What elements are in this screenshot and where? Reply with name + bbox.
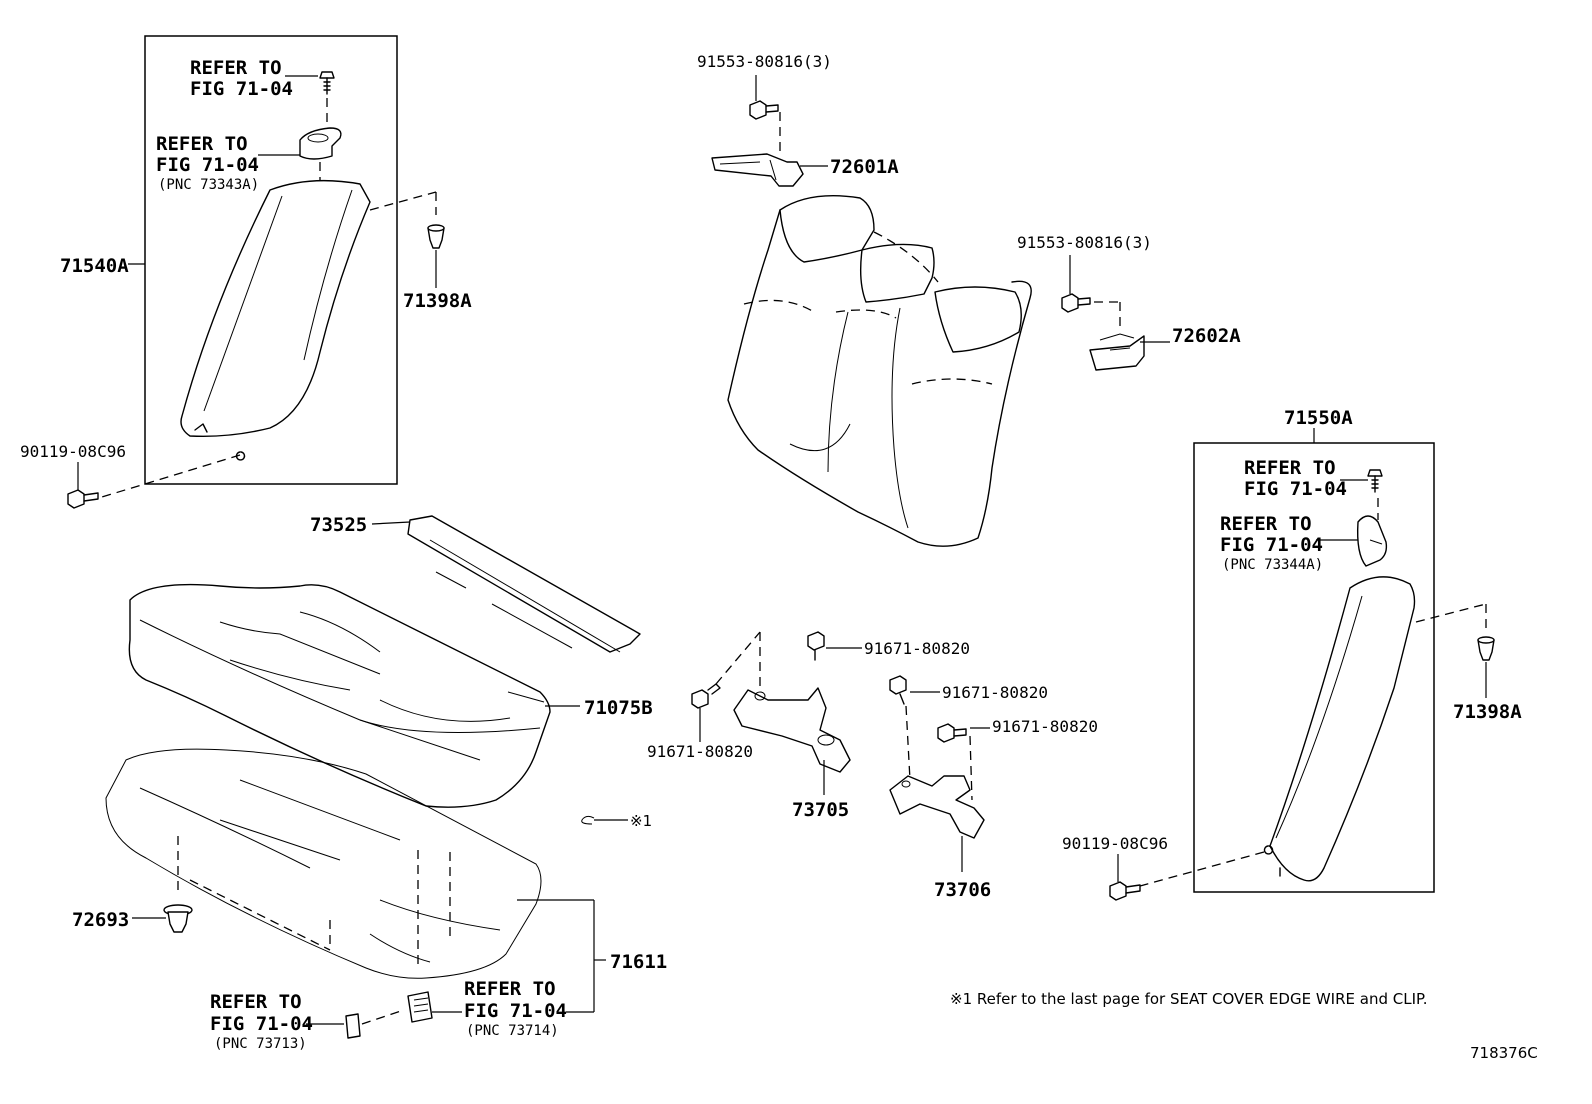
refer-label: REFER TO bbox=[464, 978, 556, 1000]
footnote: ※1 Refer to the last page for SEAT COVER… bbox=[950, 990, 1427, 1008]
part-number-label: 71398A bbox=[403, 290, 472, 312]
refer-fig-label: FIG 71-04 bbox=[210, 1013, 313, 1035]
refer-fig-label: FIG 71-04 bbox=[190, 78, 293, 100]
part-number-label: 72602A bbox=[1172, 325, 1241, 347]
part-number-label: 71540A bbox=[60, 255, 129, 277]
belt-bracket-icon bbox=[889, 775, 985, 839]
bolt-icon bbox=[749, 100, 779, 120]
seatbelt-cover-icon bbox=[1356, 515, 1388, 567]
part-number-label: 91671-80820 bbox=[942, 683, 1048, 702]
refer-label: REFER TO bbox=[1220, 513, 1312, 535]
part-number-label: 71611 bbox=[610, 951, 667, 973]
pnc-label: (PNC 73343A) bbox=[158, 177, 259, 193]
group-box-71540a bbox=[144, 35, 398, 485]
side-trim-panel-icon bbox=[1263, 576, 1416, 882]
part-number-label: 72601A bbox=[830, 156, 899, 178]
refer-label: REFER TO bbox=[156, 133, 248, 155]
side-trim-panel-icon bbox=[180, 179, 371, 461]
screw-icon bbox=[319, 71, 335, 95]
part-number-label: 91553-80816(3) bbox=[697, 52, 832, 71]
pnc-label: (PNC 73344A) bbox=[1222, 557, 1323, 573]
part-number-label: 73706 bbox=[934, 879, 991, 901]
part-number-label: 71075B bbox=[584, 697, 653, 719]
cushion-panel-icon bbox=[407, 515, 641, 653]
belt-bracket-icon bbox=[733, 687, 851, 773]
refer-label: REFER TO bbox=[190, 57, 282, 79]
part-number-label: 91553-80816(3) bbox=[1017, 233, 1152, 252]
hinge-bracket-icon bbox=[711, 153, 804, 187]
refer-fig-label: FIG 71-04 bbox=[464, 1000, 567, 1022]
clip-icon bbox=[407, 991, 433, 1023]
seat-cushion-cover-icon bbox=[128, 583, 551, 808]
edge-wire-mark-icon bbox=[581, 815, 628, 825]
seatback-icon bbox=[727, 195, 1032, 547]
note-marker: ※1 bbox=[630, 812, 652, 830]
refer-label: REFER TO bbox=[210, 991, 302, 1013]
refer-label: REFER TO bbox=[1244, 457, 1336, 479]
part-number-label: 71550A bbox=[1284, 407, 1353, 429]
part-number-label: 72693 bbox=[72, 909, 129, 931]
seat-cushion-pad-icon bbox=[105, 748, 542, 979]
group-71540a: REFER TO FIG 71-04 REFER TO FIG 71-04 (P… bbox=[20, 35, 472, 509]
bolt-icon bbox=[937, 723, 967, 743]
clip-icon bbox=[427, 224, 445, 249]
clip-icon bbox=[345, 1013, 361, 1039]
pnc-label: (PNC 73714) bbox=[466, 1023, 559, 1039]
group-brackets: 91671-80820 91671-80820 91671-80820 9167… bbox=[581, 631, 1098, 901]
hinge-bracket-icon bbox=[1089, 333, 1145, 371]
clip-icon bbox=[1477, 636, 1495, 661]
part-number-label: 91671-80820 bbox=[864, 639, 970, 658]
screw-icon bbox=[1367, 469, 1383, 493]
part-number-label: 91671-80820 bbox=[992, 717, 1098, 736]
refer-fig-label: FIG 71-04 bbox=[156, 154, 259, 176]
bolt-icon bbox=[691, 683, 721, 709]
bolt-icon bbox=[889, 675, 907, 705]
bolt-icon bbox=[1109, 881, 1141, 901]
part-number-label: 71398A bbox=[1453, 701, 1522, 723]
bolt-icon bbox=[67, 489, 99, 509]
part-number-label: 90119-08C96 bbox=[1062, 834, 1168, 853]
refer-fig-label: FIG 71-04 bbox=[1220, 534, 1323, 556]
seatbelt-cover-icon bbox=[299, 127, 342, 160]
group-cushion: 73525 71075B 72693 71611 REFER TO FIG 71… bbox=[72, 514, 667, 1052]
part-number-label: 90119-08C96 bbox=[20, 442, 126, 461]
part-number-label: 73705 bbox=[792, 799, 849, 821]
group-71550a: 71550A REFER TO FIG 71-04 REFER TO FIG 7… bbox=[1062, 407, 1522, 901]
group-seatback: 91553-80816(3) 72601A 91553-80816(3) 726… bbox=[697, 52, 1241, 547]
part-number-label: 73525 bbox=[310, 514, 367, 536]
clip-icon bbox=[163, 904, 193, 933]
part-number-label: 91671-80820 bbox=[647, 742, 753, 761]
bolt-icon bbox=[1061, 293, 1091, 313]
bolt-icon bbox=[807, 631, 825, 661]
pnc-label: (PNC 73713) bbox=[214, 1036, 307, 1052]
drawing-code: 718376C bbox=[1470, 1044, 1538, 1062]
refer-fig-label: FIG 71-04 bbox=[1244, 478, 1347, 500]
